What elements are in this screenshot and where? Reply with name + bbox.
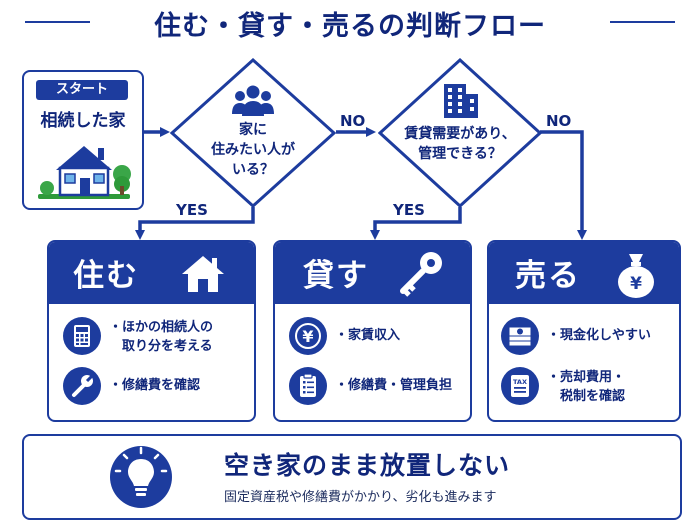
bottom-title: 空き家のまま放置しない: [224, 451, 511, 480]
card-live-title: 住む: [73, 258, 139, 294]
people-icon: [232, 85, 274, 116]
house-icon: [38, 146, 131, 199]
branch-yes-1: YES: [176, 201, 208, 219]
decision-1-text: 家に 住みたい人が いる？: [193, 120, 313, 180]
decision-1-line-3: いる？: [232, 162, 274, 178]
card-sell-item-2: ・売却費用・ 税制を確認: [547, 368, 625, 406]
arrow-d1-yes-to-live: [135, 207, 255, 240]
clipboard-icon: [289, 367, 327, 405]
card-live-item-2: ・修繕費を確認: [109, 376, 200, 395]
card-rent: 貸す ¥ ・家賃収入 ・修繕費・管理負担: [273, 240, 472, 422]
card-sell: 売る ¥ ・現金化しやすい TAX ・売却費用・ 税制を確認: [487, 240, 681, 422]
key-icon: [400, 252, 442, 297]
page-title: 住む・貸す・売るの判断フロー: [154, 11, 546, 42]
wrench-icon: [63, 367, 101, 405]
building-icon: [444, 84, 478, 118]
card-live-item-2-line-1: ・修繕費を確認: [109, 378, 201, 393]
decision-2-line-2: 管理できる？: [418, 146, 502, 162]
money-bag-mark: ¥: [630, 274, 642, 294]
start-label: 相続した家: [40, 111, 126, 131]
lightbulb-icon: [110, 446, 172, 508]
card-rent-item-2-line-1: ・修繕費・管理負担: [335, 378, 453, 393]
card-sell-item-1-line-1: ・現金化しやすい: [547, 328, 651, 343]
card-rent-item-1-line-1: ・家賃収入: [335, 328, 401, 343]
home-icon: [182, 256, 224, 292]
calculator-icon: [63, 317, 101, 355]
branch-yes-2: YES: [393, 201, 425, 219]
branch-no-2: NO: [546, 112, 572, 130]
tax-label: TAX: [513, 378, 527, 386]
title-line-right: [610, 21, 675, 23]
bottom-subtitle: 固定資産税や修繕費がかかり、劣化も進みます: [224, 490, 497, 505]
start-badge: スタート: [36, 80, 128, 100]
yen-coin-icon: ¥: [289, 317, 327, 355]
tax-document-icon: TAX: [501, 367, 539, 405]
card-sell-title: 売る: [515, 258, 581, 294]
arrow-d2-yes-to-rent: [370, 207, 462, 240]
card-live-item-1-line-1: ・ほかの相続人の: [109, 320, 214, 335]
decision-1-line-1: 家に: [239, 122, 267, 138]
banknotes-icon: [501, 317, 539, 355]
bottom-callout: 空き家のまま放置しない 固定資産税や修繕費がかかり、劣化も進みます: [22, 434, 682, 520]
start-box: スタート 相続した家: [22, 70, 144, 210]
card-sell-item-1: ・現金化しやすい: [547, 326, 651, 345]
decision-2-line-1: 賃貸需要があり、: [404, 126, 516, 142]
title-line-left: [25, 21, 90, 23]
money-bag-icon: ¥: [618, 254, 654, 298]
decision-2-diamond: [378, 58, 542, 208]
decision-1-line-2: 住みたい人が: [211, 142, 295, 158]
card-live-item-1-line-2: 取り分を考える: [122, 339, 213, 354]
card-rent-header: [275, 242, 470, 304]
card-rent-title: 貸す: [303, 258, 369, 294]
card-sell-item-2-line-2: 税制を確認: [560, 389, 626, 404]
card-live-item-1: ・ほかの相続人の 取り分を考える: [109, 318, 213, 356]
branch-no-1: NO: [340, 112, 366, 130]
card-sell-item-2-line-1: ・売却費用・: [547, 370, 626, 385]
arrow-d2-no-to-sell: [540, 130, 587, 240]
card-live: 住む ・ほかの相続人の 取り分を考える ・修繕費を確認: [47, 240, 256, 422]
yen-coin-mark: ¥: [302, 327, 313, 346]
decision-1-diamond: [170, 58, 336, 208]
decision-2-text: 賃貸需要があり、 管理できる？: [395, 124, 525, 164]
card-rent-item-2: ・修繕費・管理負担: [335, 376, 452, 395]
card-rent-item-1: ・家賃収入: [335, 326, 400, 345]
